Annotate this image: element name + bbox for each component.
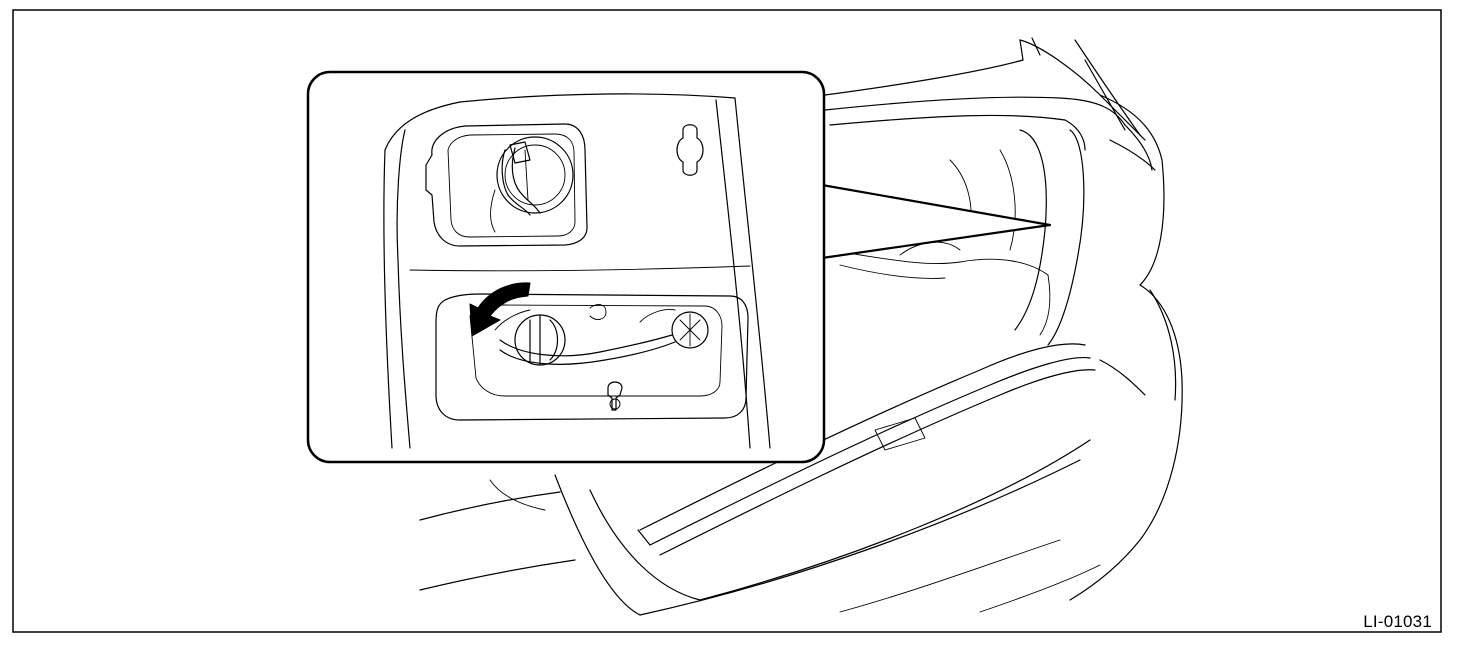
- inset-frame: [306, 70, 826, 464]
- rotate-counterclockwise-arrow-icon: [469, 282, 531, 337]
- callout-pointer: [821, 183, 1052, 260]
- figure-id-label: LI-01031: [1363, 612, 1432, 631]
- figure-border: [12, 9, 1442, 633]
- inset-detail: [306, 70, 826, 464]
- upper-bulb-recess: [425, 123, 588, 247]
- car-trunk-drawing: [419, 37, 1183, 616]
- lower-bulb-recess: [435, 293, 749, 421]
- clip-hole: [676, 124, 704, 176]
